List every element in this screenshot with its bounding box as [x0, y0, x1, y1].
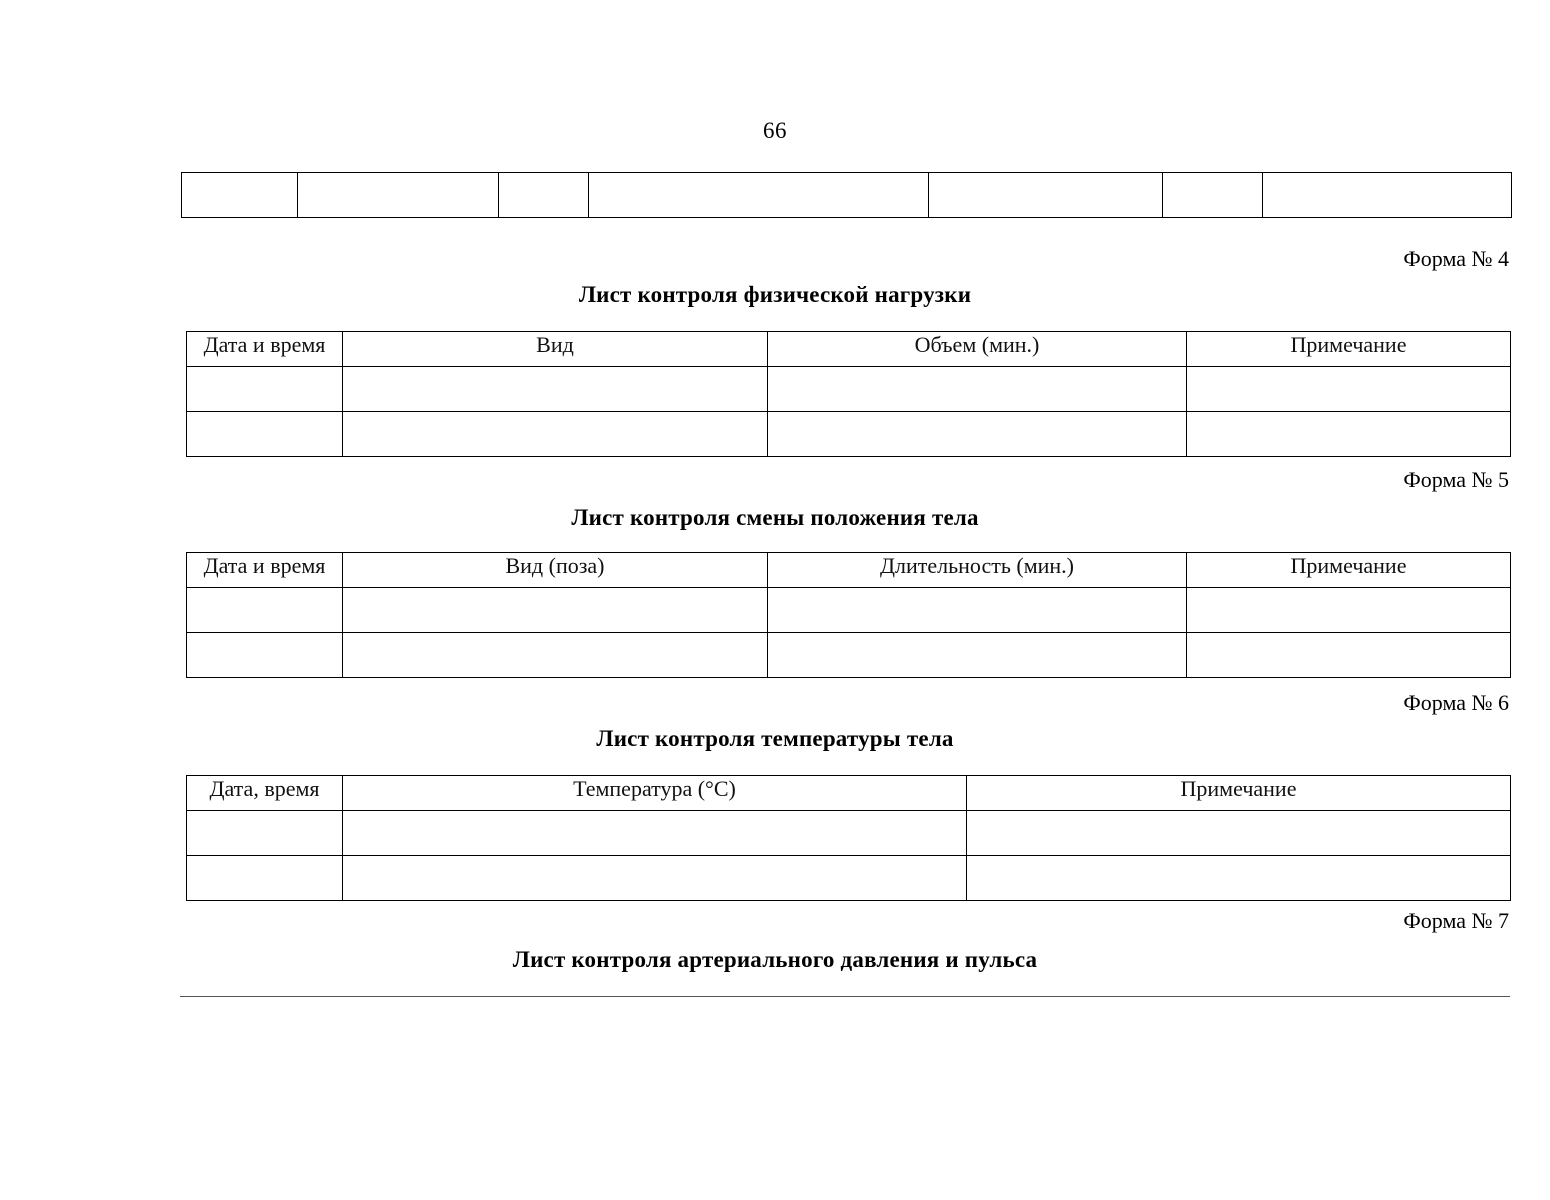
table-cell[interactable]: [767, 632, 1187, 678]
table-cell[interactable]: [342, 587, 768, 633]
table-cell[interactable]: [588, 172, 929, 218]
form-label-7: Форма № 7: [1403, 908, 1509, 933]
table-cell[interactable]: [342, 855, 967, 901]
form-label-4: Форма № 4: [1403, 246, 1509, 271]
table-cell[interactable]: [1186, 632, 1511, 678]
table-row: [186, 411, 1511, 457]
table-cell[interactable]: [342, 632, 768, 678]
column-header: Вид (поза): [342, 552, 768, 588]
column-header: Примечание: [966, 775, 1511, 811]
page-number: 66: [763, 118, 787, 143]
table-cell[interactable]: [186, 366, 343, 412]
table-cell[interactable]: [1262, 172, 1512, 218]
column-header: Длительность (мин.): [767, 552, 1187, 588]
form-label-6: Форма № 6: [1403, 690, 1509, 715]
table-cell[interactable]: [767, 587, 1187, 633]
column-header: Температура (°C): [342, 775, 967, 811]
column-header: Дата и время: [186, 331, 343, 367]
table-cell[interactable]: [342, 411, 768, 457]
table-cell[interactable]: [966, 810, 1511, 856]
column-header: Вид: [342, 331, 768, 367]
physical-load-control-table: Дата и время Вид Объем (мин.) Примечание: [186, 331, 1511, 457]
table-cell[interactable]: [297, 172, 499, 218]
table-row: [186, 810, 1511, 856]
column-header: Объем (мин.): [767, 331, 1187, 367]
table-cell[interactable]: [342, 810, 967, 856]
table-row: [186, 855, 1511, 901]
section-title-form6: Лист контроля температуры тела: [596, 726, 954, 751]
table-cell[interactable]: [966, 855, 1511, 901]
column-header: Примечание: [1186, 552, 1511, 588]
body-position-change-control-table: Дата и время Вид (поза) Длительность (ми…: [186, 552, 1511, 678]
column-header: Дата и время: [186, 552, 343, 588]
top-fragment-table: [181, 172, 1512, 218]
form-label-5: Форма № 5: [1403, 467, 1509, 492]
column-header: Примечание: [1186, 331, 1511, 367]
table-cell[interactable]: [342, 366, 768, 412]
section-title-form5: Лист контроля смены положения тела: [571, 505, 979, 530]
table-cell[interactable]: [181, 172, 298, 218]
table-cell[interactable]: [767, 411, 1187, 457]
table-cell[interactable]: [186, 587, 343, 633]
table-cell[interactable]: [1186, 366, 1511, 412]
table-cell[interactable]: [928, 172, 1163, 218]
table-cell[interactable]: [186, 810, 343, 856]
table-cell[interactable]: [1186, 587, 1511, 633]
table-cell[interactable]: [186, 411, 343, 457]
table-cell[interactable]: [498, 172, 589, 218]
table-cell[interactable]: [1162, 172, 1263, 218]
table-cell[interactable]: [186, 855, 343, 901]
section-title-form7: Лист контроля артериального давления и п…: [512, 947, 1038, 972]
section-title-form4: Лист контроля физической нагрузки: [578, 282, 972, 307]
table-cell[interactable]: [767, 366, 1187, 412]
page-bottom-rule: [180, 996, 1510, 997]
table-row: [181, 172, 1512, 218]
table-cell[interactable]: [1186, 411, 1511, 457]
body-temperature-control-table: Дата, время Температура (°C) Примечание: [186, 775, 1511, 901]
table-header-row: Дата и время Вид Объем (мин.) Примечание: [186, 331, 1511, 367]
column-header: Дата, время: [186, 775, 343, 811]
table-row: [186, 632, 1511, 678]
table-header-row: Дата и время Вид (поза) Длительность (ми…: [186, 552, 1511, 588]
table-header-row: Дата, время Температура (°C) Примечание: [186, 775, 1511, 811]
table-row: [186, 366, 1511, 412]
table-cell[interactable]: [186, 632, 343, 678]
table-row: [186, 587, 1511, 633]
